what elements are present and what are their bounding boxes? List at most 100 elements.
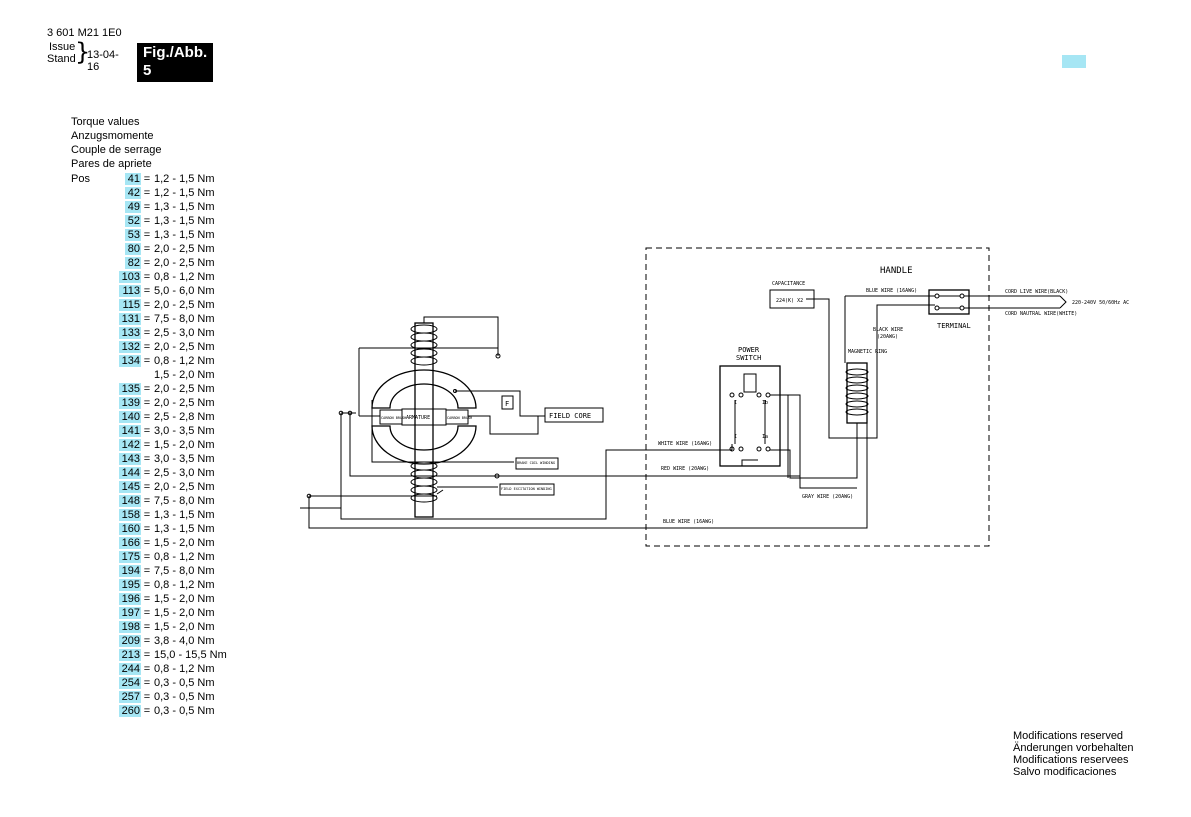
- equals-sign: =: [143, 606, 151, 619]
- torque-title-fr: Couple de serrage: [71, 144, 162, 156]
- torque-row: 103=0,8 - 1,2 Nm: [71, 270, 227, 284]
- torque-value: 2,0 - 2,5 Nm: [154, 480, 215, 493]
- equals-sign: =: [143, 494, 151, 507]
- torque-value: 7,5 - 8,0 Nm: [154, 312, 215, 325]
- position-number: 103: [118, 270, 141, 283]
- torque-row: 175=0,8 - 1,2 Nm: [71, 550, 227, 564]
- equals-sign: =: [143, 200, 151, 213]
- torque-row: 196=1,5 - 2,0 Nm: [71, 592, 227, 606]
- field-core-box: [544, 407, 604, 423]
- power-switch-label-1: POWER: [738, 346, 760, 354]
- equals-sign: =: [143, 662, 151, 675]
- contact-i-top: I: [734, 400, 737, 406]
- blue-wire-16-label: BLUE WIRE (16AWG): [866, 288, 917, 294]
- position-number: 135: [118, 382, 141, 395]
- black-wire-label-1: BLACK WIRE: [873, 327, 903, 333]
- position-number: 142: [118, 438, 141, 451]
- capacitance-label: CAPACITANCE: [772, 281, 805, 287]
- equals-sign: =: [143, 256, 151, 269]
- torque-row: 132=2,0 - 2,5 Nm: [71, 340, 227, 354]
- equals-sign: =: [143, 452, 151, 465]
- position-number: 145: [118, 480, 141, 493]
- power-switch-label-2: SWITCH: [736, 354, 761, 362]
- torque-value: 15,0 - 15,5 Nm: [154, 648, 227, 661]
- position-number: 113: [119, 284, 141, 297]
- torque-row: 148=7,5 - 8,0 Nm: [71, 494, 227, 508]
- torque-value: 0,3 - 0,5 Nm: [154, 704, 215, 717]
- position-number: 257: [118, 690, 141, 703]
- torque-row: 80=2,0 - 2,5 Nm: [71, 242, 227, 256]
- torque-row: 158=1,3 - 1,5 Nm: [71, 508, 227, 522]
- position-number: 213: [118, 648, 141, 661]
- terminal-contacts: [934, 293, 965, 311]
- torque-row: 139=2,0 - 2,5 Nm: [71, 396, 227, 410]
- torque-row: 42=1,2 - 1,5 Nm: [71, 186, 227, 200]
- supply-label: 220-240V 50/60Hz AC: [1072, 300, 1129, 306]
- equals-sign: =: [143, 620, 151, 633]
- torque-row: 260=0,3 - 0,5 Nm: [71, 704, 227, 718]
- torque-value: 2,5 - 2,8 Nm: [154, 410, 215, 423]
- equals-sign: =: [143, 186, 151, 199]
- equals-sign: =: [143, 242, 151, 255]
- torque-title-de: Anzugsmomente: [71, 130, 154, 142]
- blue-wire-bottom-label: BLUE WIRE (16AWG): [663, 519, 714, 525]
- torque-value: 3,0 - 3,5 Nm: [154, 424, 215, 437]
- equals-sign: =: [143, 284, 151, 297]
- bottom-field-winding: [410, 461, 438, 503]
- position-number: 160: [118, 522, 141, 535]
- position-number: 175: [118, 550, 141, 563]
- position-number: 166: [118, 536, 141, 549]
- position-number: 49: [124, 200, 141, 213]
- torque-row: 254=0,3 - 0,5 Nm: [71, 676, 227, 690]
- torque-value: 0,3 - 0,5 Nm: [154, 676, 215, 689]
- torque-row: 1,5 - 2,0 Nm: [71, 368, 227, 382]
- torque-value: 1,5 - 2,0 Nm: [154, 606, 215, 619]
- torque-value: 1,3 - 1,5 Nm: [154, 200, 215, 213]
- equals-sign: =: [143, 634, 151, 647]
- equals-sign: =: [143, 648, 151, 661]
- equals-sign: =: [143, 592, 151, 605]
- torque-value: 1,3 - 1,5 Nm: [154, 214, 215, 227]
- carbon-brush-left: [379, 409, 403, 425]
- handle-enclosure: [645, 247, 990, 547]
- equals-sign: =: [143, 704, 151, 717]
- position-number: 80: [124, 242, 141, 255]
- position-number: 148: [118, 494, 141, 507]
- brake-coil-box: [515, 457, 559, 470]
- torque-value: 3,0 - 3,5 Nm: [154, 452, 215, 465]
- torque-row: 257=0,3 - 0,5 Nm: [71, 690, 227, 704]
- torque-value: 0,8 - 1,2 Nm: [154, 662, 215, 675]
- gray-wire-label: GRAY WIRE (20AWG): [802, 494, 853, 500]
- torque-row: 141=3,0 - 3,5 Nm: [71, 424, 227, 438]
- torque-row: 142=1,5 - 2,0 Nm: [71, 438, 227, 452]
- torque-value: 7,5 - 8,0 Nm: [154, 564, 215, 577]
- contact-ia: Ia: [762, 434, 768, 440]
- position-number: 158: [118, 508, 141, 521]
- torque-row: 166=1,5 - 2,0 Nm: [71, 536, 227, 550]
- torque-value: 1,2 - 1,5 Nm: [154, 172, 215, 185]
- carbon-brush-right-label: CARBON BRUSH: [447, 416, 472, 420]
- torque-row: 113=5,0 - 6,0 Nm: [71, 284, 227, 298]
- highlight-marker: [1062, 55, 1086, 68]
- position-number: 197: [118, 606, 141, 619]
- modifications-notice: Modifications reserved Änderungen vorbeh…: [1013, 730, 1133, 778]
- torque-row: 134=0,8 - 1,2 Nm: [71, 354, 227, 368]
- cord-live-label: CORD LIVE WIRE(BLACK): [1005, 289, 1068, 295]
- torque-value: 1,3 - 1,5 Nm: [154, 228, 215, 241]
- motor-wiring: [300, 316, 868, 529]
- position-number: 254: [118, 676, 141, 689]
- torque-value: 1,5 - 2,0 Nm: [154, 368, 215, 381]
- pos-label: Pos: [71, 172, 90, 185]
- equals-sign: =: [143, 438, 151, 451]
- torque-row: 244=0,8 - 1,2 Nm: [71, 662, 227, 676]
- torque-value: 2,0 - 2,5 Nm: [154, 396, 215, 409]
- equals-sign: =: [143, 340, 151, 353]
- brace-glyph: }: [75, 38, 91, 66]
- issue-label: Issue: [49, 41, 76, 53]
- torque-value: 1,3 - 1,5 Nm: [154, 508, 215, 521]
- modifications-line-en: Modifications reserved: [1013, 730, 1124, 742]
- equals-sign: =: [143, 564, 151, 577]
- torque-row: 144=2,5 - 3,0 Nm: [71, 466, 227, 480]
- position-number: 52: [124, 214, 141, 227]
